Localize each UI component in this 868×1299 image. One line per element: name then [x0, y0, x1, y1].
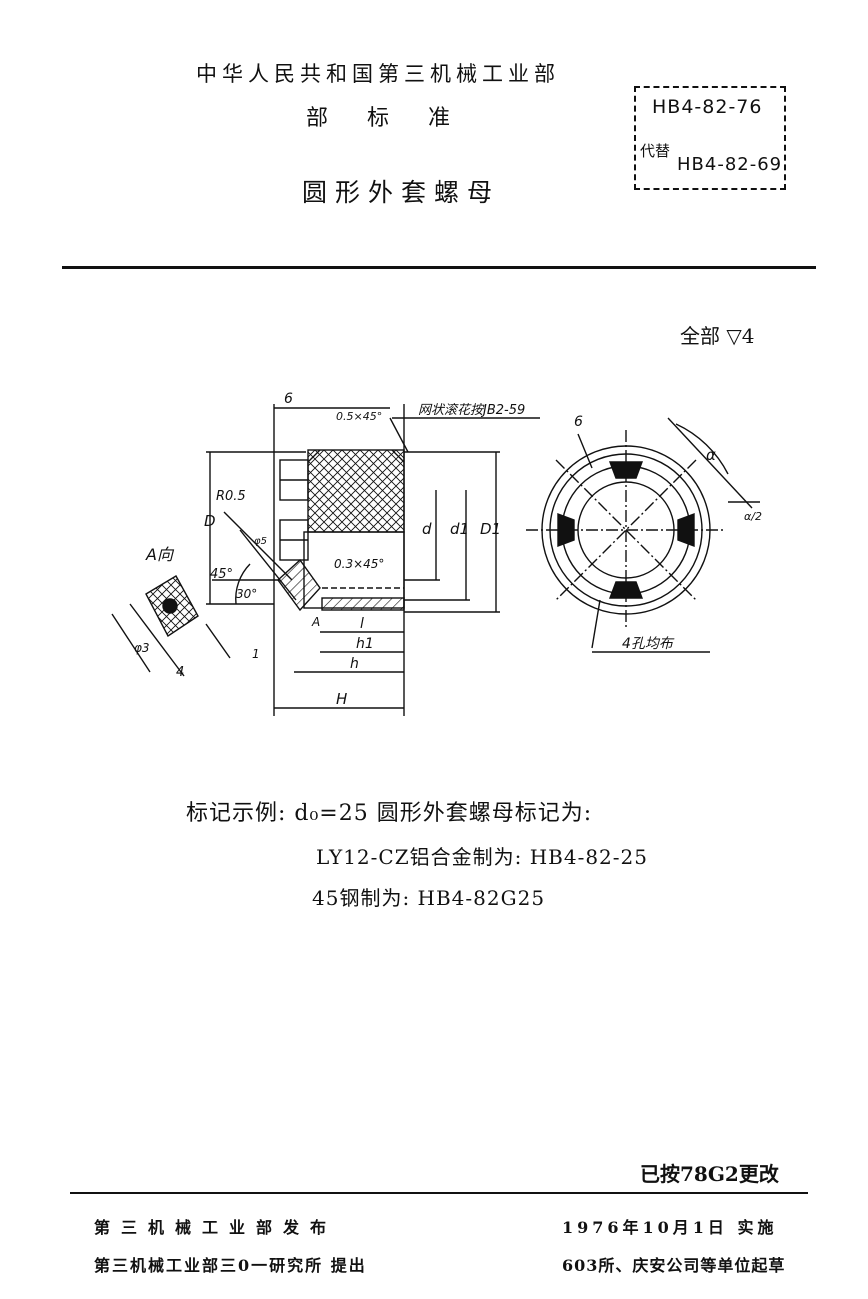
phi3-label: φ3: [134, 641, 150, 655]
replaces-label: 代替: [640, 142, 671, 160]
d1-label: d1: [450, 520, 469, 538]
proposer: 第三机械工业部三0一研究所 提出: [94, 1256, 367, 1275]
ministry-heading: 中华人民共和国第三机械工业部: [196, 62, 560, 86]
replaces-number: HB4-82-69: [677, 154, 783, 175]
H-label: H: [336, 690, 347, 708]
chamfer-top-label: 0.5×45°: [336, 410, 382, 423]
h-label: h: [350, 656, 359, 672]
side-section-view: [206, 404, 540, 716]
dim-6-right-label: 6: [574, 414, 583, 430]
surface-roughness-note: 全部 ▽4: [680, 324, 755, 348]
angle30-label: 30°: [236, 587, 257, 601]
h1-label: h1: [356, 636, 374, 652]
drafter: 603所、庆安公司等单位起草: [562, 1256, 786, 1275]
angle45-label: 45°: [210, 567, 233, 582]
standard-number: HB4-82-76: [652, 96, 763, 118]
dim1-label: 1: [252, 647, 260, 661]
dim-6-left-label: 6: [284, 391, 293, 407]
A-marker-label: A: [311, 615, 320, 629]
marking-example-line3: 45钢制为: HB4-82G25: [312, 886, 546, 910]
l-label: l: [360, 616, 364, 632]
alpha-label: α: [706, 446, 716, 464]
end-view: [526, 417, 760, 653]
chamfer-bore-label: 0.3×45°: [334, 557, 384, 571]
view-a-detail: [111, 575, 231, 677]
D-label: D: [204, 512, 216, 530]
holes-note-label: 4孔均布: [622, 636, 675, 652]
footer-rule: [70, 1192, 808, 1194]
header-rule: [62, 266, 816, 269]
page-title: 圆形外套螺母: [302, 178, 501, 207]
revision-note: 已按78G2更改: [640, 1162, 779, 1186]
D1-label: D1: [480, 520, 501, 538]
standard-type: 部 标 准: [306, 106, 452, 131]
dim4-label: 4: [176, 665, 184, 680]
alpha-half-label: α/2: [744, 510, 762, 523]
marking-example-line1: 标记示例: d₀=25 圆形外套螺母标记为:: [186, 801, 593, 826]
d-label: d: [422, 520, 432, 538]
technical-drawing: 6 0.5×45° 网状滚花按JB2-59 R0.5 φ5 45° 30° 0.…: [111, 391, 762, 716]
implementation-date: 1976年10月1日 实施: [562, 1218, 778, 1237]
standard-number-box: [634, 86, 786, 190]
knurl-note-label: 网状滚花按JB2-59: [418, 403, 525, 418]
issuer: 第三机械工业部发布: [94, 1218, 338, 1237]
view-a-label: A向: [145, 545, 175, 564]
r05-label: R0.5: [216, 489, 246, 504]
marking-example-line2: LY12-CZ铝合金制为: HB4-82-25: [316, 845, 648, 869]
phi5-label: φ5: [254, 536, 267, 547]
